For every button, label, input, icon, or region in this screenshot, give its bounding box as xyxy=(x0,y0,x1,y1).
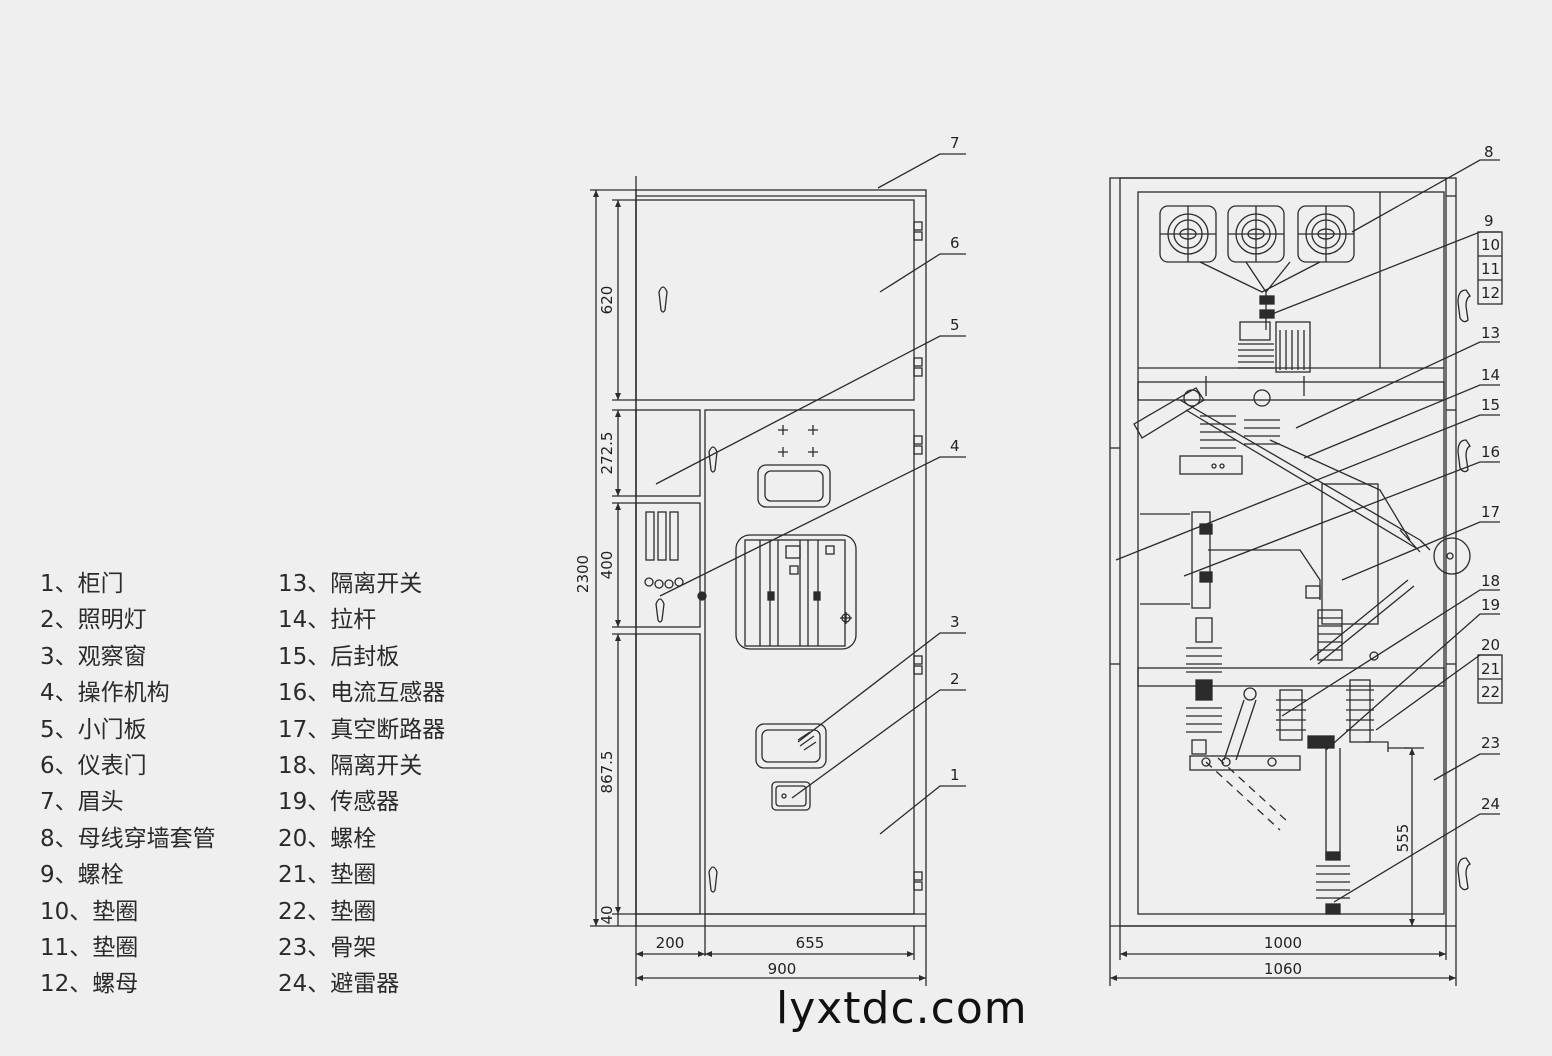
operating-shaft xyxy=(1433,537,1471,575)
callout-7: 7 xyxy=(950,134,960,152)
callout-leader xyxy=(1281,589,1500,717)
callout-22: 22 xyxy=(1481,683,1500,701)
dim-total-width: 900 xyxy=(768,960,797,978)
callout-19: 19 xyxy=(1481,596,1500,614)
legend-item: 11、垫圈 xyxy=(40,934,139,961)
legend-item: 5、小门板 xyxy=(40,716,147,743)
lightning-arrester xyxy=(1316,851,1350,915)
disconnector-blade xyxy=(1133,387,1205,439)
callout-20: 20 xyxy=(1481,636,1500,654)
callout-4: 4 xyxy=(950,437,960,455)
dim-inner-width: 1000 xyxy=(1264,934,1302,952)
busbar-bushing-icon xyxy=(1159,205,1355,263)
legend-item: 2、照明灯 xyxy=(40,607,147,634)
dim-total-height: 2300 xyxy=(574,555,592,593)
callout-leader xyxy=(659,456,966,597)
legend-item: 17、真空断路器 xyxy=(278,716,446,743)
legend-item: 9、螺栓 xyxy=(40,862,124,889)
callout-leader xyxy=(879,253,966,293)
legend-item: 16、电流互感器 xyxy=(278,680,446,707)
callout-leader xyxy=(1341,521,1500,581)
observation-window xyxy=(755,723,827,769)
callout-leader xyxy=(1183,461,1500,577)
legend-item: 23、骨架 xyxy=(278,934,377,961)
callout-leader xyxy=(879,785,966,835)
indicator-window xyxy=(757,464,831,508)
callout-leader xyxy=(1333,813,1500,903)
legend-item: 7、眉头 xyxy=(40,789,124,816)
callout-18: 18 xyxy=(1481,572,1500,590)
legend-item: 6、仪表门 xyxy=(40,752,147,779)
callout-24: 24 xyxy=(1481,795,1500,813)
legend-item: 13、隔离开关 xyxy=(278,571,423,597)
dim-arrester-height: 555 xyxy=(1394,824,1412,853)
callout-leader xyxy=(1325,613,1500,751)
callout-21: 21 xyxy=(1481,660,1500,678)
callout-leader xyxy=(655,335,966,485)
callout-leader xyxy=(1303,384,1500,459)
callout-leader xyxy=(1351,159,1500,233)
legend-item: 15、后封板 xyxy=(278,643,400,670)
dim-mechanism: 400 xyxy=(598,551,616,580)
current-transformer xyxy=(1191,511,1211,609)
vacuum-circuit-breaker xyxy=(1321,483,1379,625)
legend-item: 3、观察窗 xyxy=(40,643,147,670)
callout-5: 5 xyxy=(950,316,960,334)
legend-item: 14、拉杆 xyxy=(278,607,377,634)
side-view xyxy=(1109,159,1503,986)
small-door-panel xyxy=(635,409,701,497)
legend-item: 21、垫圈 xyxy=(278,862,377,889)
legend-item: 4、操作机构 xyxy=(40,680,170,707)
callout-11: 11 xyxy=(1481,260,1500,278)
dim-left-width: 200 xyxy=(656,934,685,952)
dim-outer-width: 1060 xyxy=(1264,960,1302,978)
callout-13: 13 xyxy=(1481,324,1500,342)
callout-14: 14 xyxy=(1481,366,1500,384)
side-cabinet-outline xyxy=(1109,177,1457,927)
legend-item: 10、垫圈 xyxy=(40,898,139,925)
dim-right-width: 655 xyxy=(796,934,825,952)
callout-16: 16 xyxy=(1481,443,1500,461)
instrument-door xyxy=(635,199,915,401)
callout-12: 12 xyxy=(1481,284,1500,302)
legend-item: 12、螺母 xyxy=(40,971,139,998)
door-handle-icon xyxy=(658,286,668,313)
legend-item: 1、柜门 xyxy=(40,571,124,597)
callout-leader xyxy=(877,153,966,189)
callout-6: 6 xyxy=(950,234,960,252)
callout-17: 17 xyxy=(1481,503,1500,521)
callout-15: 15 xyxy=(1481,396,1500,414)
front-cabinet-outline xyxy=(635,189,927,927)
website-watermark: lyxtdc.com xyxy=(776,983,1028,1034)
legend-item: 22、垫圈 xyxy=(278,898,377,925)
callout-leader xyxy=(1295,341,1500,429)
callout-10: 10 xyxy=(1481,236,1500,254)
callout-9: 9 xyxy=(1484,212,1494,230)
callout-leader xyxy=(797,632,966,743)
front-view xyxy=(590,153,966,986)
callout-leader xyxy=(1433,753,1500,781)
dim-base: 40 xyxy=(598,905,616,924)
callout-bracket xyxy=(1477,231,1503,305)
lighting-lamp xyxy=(771,781,811,811)
operating-mechanism xyxy=(735,534,857,650)
callout-2: 2 xyxy=(950,670,960,688)
legend-left-column: 1、柜门 2、照明灯 3、观察窗 4、操作机构 5、小门板 6、仪表门 7、眉头… xyxy=(40,566,216,1003)
legend-item: 20、螺栓 xyxy=(278,825,377,852)
legend-right-column: 13、隔离开关 14、拉杆 15、后封板 16、电流互感器 17、真空断路器 1… xyxy=(278,566,445,1003)
callout-23: 23 xyxy=(1481,734,1500,752)
callout-8: 8 xyxy=(1484,143,1494,161)
legend-item: 19、传感器 xyxy=(278,789,400,816)
dim-bottom-section: 867.5 xyxy=(598,751,616,794)
callout-leader xyxy=(1115,414,1500,561)
dim-small-door: 272.5 xyxy=(598,432,616,475)
callout-leader xyxy=(791,689,966,799)
legend-item: 8、母线穿墙套管 xyxy=(40,825,216,852)
callout-3: 3 xyxy=(950,613,960,631)
legend-item: 24、避雷器 xyxy=(278,971,400,998)
legend-item: 18、隔离开关 xyxy=(278,752,423,779)
dim-top-section: 620 xyxy=(598,286,616,315)
callout-1: 1 xyxy=(950,766,960,784)
